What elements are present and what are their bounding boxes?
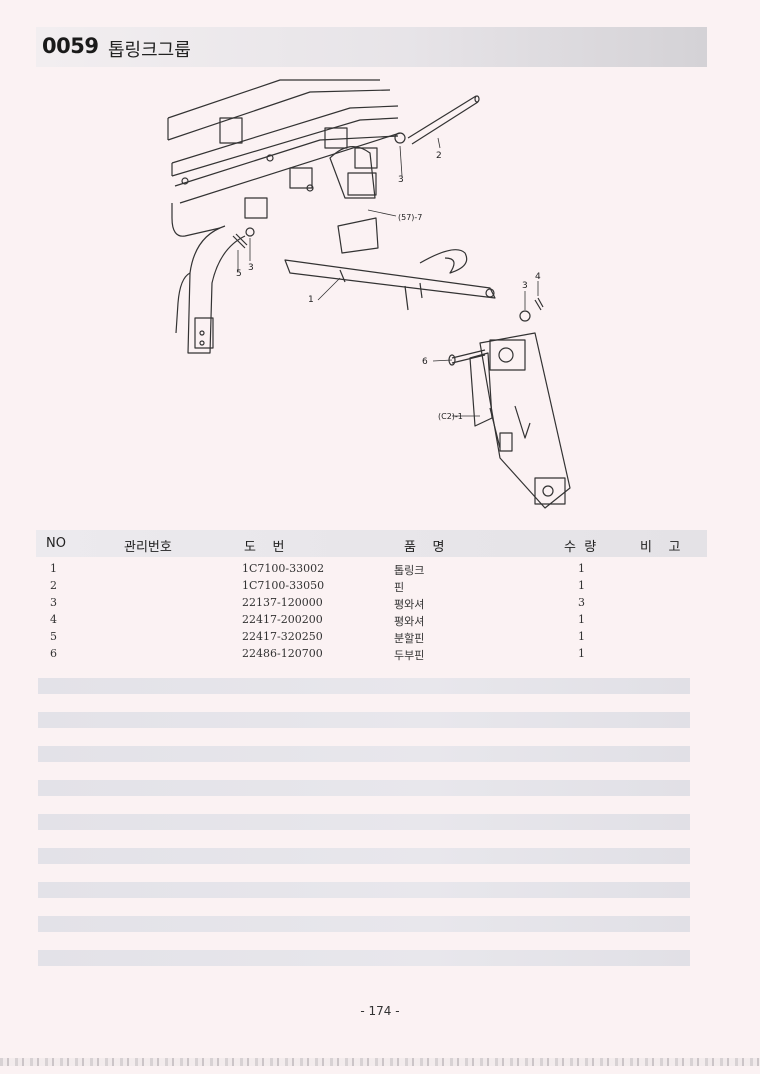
col-header-remark: 비 고 <box>640 540 681 555</box>
lower-bracket <box>337 217 379 254</box>
page-number: - 174 - <box>360 1004 400 1018</box>
callout-2: 2 <box>436 151 442 161</box>
col-header-quantity: 수 량 <box>564 540 597 555</box>
group-title: 톱링크그룹 <box>108 40 191 61</box>
col-header-no: NO <box>46 536 66 551</box>
empty-row-stripe <box>38 814 690 830</box>
washer-part <box>519 310 531 322</box>
table-row: 6 22486-120700 두부핀 1 <box>50 647 585 662</box>
frame-rails <box>167 79 401 204</box>
group-code: 0059 <box>42 34 99 58</box>
table-row: 2 1C7100-33050 핀 1 <box>50 579 585 594</box>
top-link-part <box>284 249 496 311</box>
empty-row-stripe <box>38 780 690 796</box>
frame-brackets <box>181 117 378 219</box>
leader-lines <box>237 137 539 417</box>
callout-4: 4 <box>535 272 541 282</box>
callout-3b: 3 <box>248 263 254 273</box>
empty-row-stripe <box>38 746 690 762</box>
callout-c2-1: (C2)-1 <box>438 412 463 421</box>
table-header: NO 관리번호 도 번 품 명 수 량 비 고 <box>36 530 707 557</box>
table-row: 5 22417-320250 분할핀 1 <box>50 630 585 645</box>
pin-part <box>407 95 480 145</box>
col-header-mgmt-no: 관리번호 <box>124 540 172 555</box>
split-pin-part <box>534 297 544 311</box>
callout-3a: 3 <box>398 175 404 185</box>
scan-edge <box>0 1058 760 1066</box>
side-frame <box>171 203 246 354</box>
callout-5: 5 <box>236 269 242 279</box>
table-row: 4 22417-200200 평와셔 1 <box>50 613 585 628</box>
empty-row-stripe <box>38 916 690 932</box>
empty-row-stripe <box>38 678 690 694</box>
callout-57-7: (57)-7 <box>398 213 422 222</box>
washer-part <box>245 227 255 237</box>
table-row: 1 1C7100-33002 톱링크 1 <box>50 562 585 577</box>
empty-row-stripe <box>38 848 690 864</box>
table-row: 3 22137-120000 평와셔 3 <box>50 596 585 611</box>
empty-row-stripe <box>38 712 690 728</box>
empty-row-stripe <box>38 950 690 966</box>
col-header-drawing-no: 도 번 <box>244 540 285 555</box>
empty-row-stripe <box>38 882 690 898</box>
callout-6: 6 <box>422 357 428 367</box>
bracket-body-part <box>469 332 571 509</box>
callout-1: 1 <box>308 295 314 305</box>
col-header-part-name: 품 명 <box>404 540 445 555</box>
head-pin-part <box>448 349 486 366</box>
washer-part <box>394 132 406 144</box>
page-header: 0059 톱링크그룹 <box>36 27 707 67</box>
callout-3c: 3 <box>522 281 528 291</box>
parts-diagram: 2 3 3 3 4 5 1 6 (57)-7 (C2)-1 <box>167 79 571 509</box>
split-pin-part <box>232 233 248 249</box>
